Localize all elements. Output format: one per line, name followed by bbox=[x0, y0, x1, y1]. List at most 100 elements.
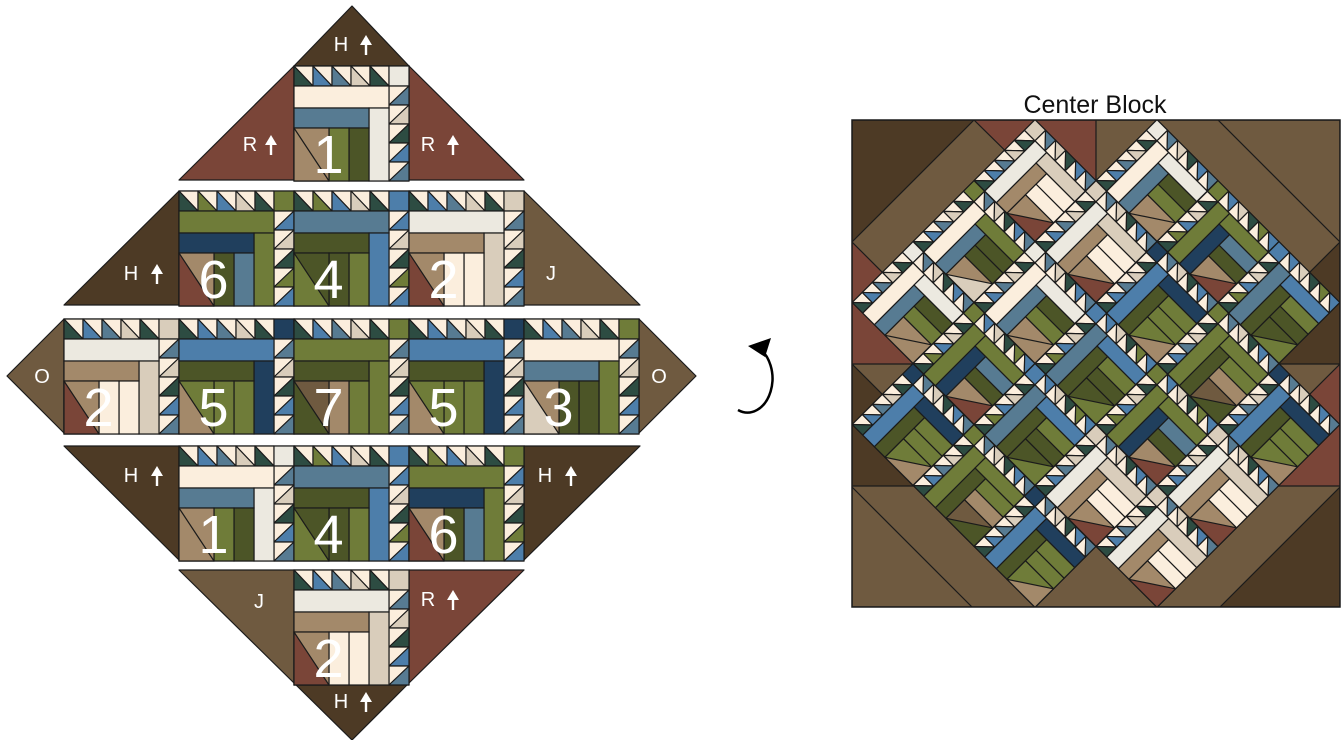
log-strip bbox=[349, 381, 369, 434]
corner-square bbox=[504, 191, 524, 211]
setting-label: O bbox=[651, 366, 667, 388]
setting-triangle bbox=[294, 683, 409, 740]
quilt-block: 6 bbox=[179, 191, 294, 310]
log-strip bbox=[484, 361, 504, 434]
quilt-block: 2 bbox=[64, 319, 179, 438]
setting-label: J bbox=[546, 263, 556, 285]
log-strip bbox=[349, 253, 369, 306]
log-strip bbox=[464, 253, 484, 306]
log-strip bbox=[409, 339, 504, 361]
log-strip bbox=[369, 488, 389, 561]
block-number-label: 1 bbox=[198, 505, 228, 565]
corner-square bbox=[389, 446, 409, 466]
corner-square bbox=[389, 319, 409, 339]
log-strip bbox=[254, 233, 274, 306]
log-strip bbox=[579, 381, 599, 434]
log-strip bbox=[179, 466, 274, 488]
setting-triangle bbox=[179, 66, 294, 180]
log-strip bbox=[524, 339, 619, 361]
setting-label: H bbox=[538, 465, 552, 487]
log-strip bbox=[119, 381, 139, 434]
quilt-block: 6 bbox=[409, 446, 524, 565]
row-4: 1 4 6 H H bbox=[64, 446, 640, 565]
log-strip bbox=[484, 488, 504, 561]
quilt-block: 4 bbox=[294, 446, 409, 565]
setting-label: R bbox=[421, 134, 435, 156]
log-strip bbox=[294, 590, 389, 612]
setting-label: H bbox=[124, 465, 138, 487]
setting-triangle bbox=[409, 570, 524, 683]
log-strip bbox=[179, 339, 274, 361]
block-number-label: 2 bbox=[313, 629, 343, 689]
log-strip bbox=[64, 339, 159, 361]
quilt-block: 5 bbox=[409, 319, 524, 438]
quilt-block: 1 bbox=[294, 66, 409, 185]
block-number-label: 5 bbox=[198, 378, 228, 438]
block-number-label: 4 bbox=[313, 505, 343, 565]
block-number-label: 2 bbox=[428, 250, 458, 310]
block-number-label: 1 bbox=[313, 125, 343, 185]
log-strip bbox=[369, 233, 389, 306]
log-strip bbox=[179, 211, 274, 233]
log-strip bbox=[599, 361, 619, 434]
block-number-label: 4 bbox=[313, 250, 343, 310]
row-3: 2 5 7 5 3 O O bbox=[7, 319, 696, 438]
log-strip bbox=[234, 508, 254, 561]
setting-triangle bbox=[524, 446, 640, 560]
corner-square bbox=[619, 319, 639, 339]
corner-square bbox=[159, 319, 179, 339]
row-2: 6 4 2 H J bbox=[64, 191, 640, 310]
log-strip bbox=[349, 508, 369, 561]
log-strip bbox=[139, 361, 159, 434]
quilt-block: 1 bbox=[179, 446, 294, 565]
corner-square bbox=[274, 319, 294, 339]
log-strip bbox=[294, 339, 389, 361]
setting-label: H bbox=[124, 263, 138, 285]
quilt-block: 2 bbox=[409, 191, 524, 310]
corner-square bbox=[389, 66, 409, 86]
setting-triangle bbox=[409, 66, 524, 180]
quilt-block: 3 bbox=[524, 319, 639, 438]
log-strip bbox=[369, 108, 389, 181]
log-strip bbox=[234, 253, 254, 306]
center-block-diagram bbox=[852, 120, 1340, 608]
log-strip bbox=[369, 612, 389, 685]
block-number-label: 5 bbox=[428, 378, 458, 438]
setting-triangle bbox=[294, 6, 409, 66]
log-strip bbox=[464, 381, 484, 434]
center-block-title: Center Block bbox=[1023, 91, 1167, 119]
setting-triangle bbox=[639, 319, 696, 433]
setting-label: R bbox=[243, 134, 257, 156]
log-strip bbox=[294, 466, 389, 488]
setting-triangle bbox=[64, 191, 179, 305]
log-strip bbox=[409, 211, 504, 233]
setting-label: O bbox=[34, 366, 50, 388]
setting-label: H bbox=[334, 34, 348, 56]
log-strip bbox=[349, 128, 369, 181]
setting-triangle bbox=[524, 191, 640, 305]
log-strip bbox=[254, 488, 274, 561]
quilt-block: 7 bbox=[294, 319, 409, 438]
corner-square bbox=[504, 446, 524, 466]
corner-square bbox=[389, 570, 409, 590]
block-number-label: 6 bbox=[198, 250, 228, 310]
log-strip bbox=[254, 361, 274, 434]
corner-square bbox=[504, 319, 524, 339]
log-strip bbox=[484, 233, 504, 306]
block-number-label: 2 bbox=[83, 378, 113, 438]
quilt-block: 2 bbox=[294, 570, 409, 689]
setting-label: J bbox=[254, 591, 264, 613]
log-strip bbox=[369, 361, 389, 434]
rotate-arrow-icon bbox=[738, 338, 772, 413]
log-strip bbox=[409, 466, 504, 488]
log-strip bbox=[464, 508, 484, 561]
block-number-label: 6 bbox=[428, 505, 458, 565]
block-number-label: 7 bbox=[313, 378, 343, 438]
quilt-block: 4 bbox=[294, 191, 409, 310]
block-number-label: 3 bbox=[543, 378, 573, 438]
corner-square bbox=[274, 191, 294, 211]
log-strip bbox=[294, 211, 389, 233]
